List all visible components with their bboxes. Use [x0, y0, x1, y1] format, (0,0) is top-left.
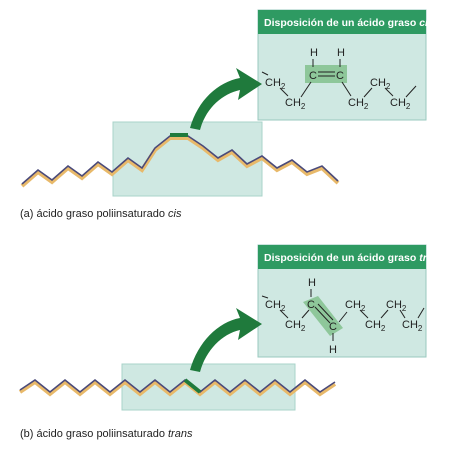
ch2-1-cis: CH2 [265, 77, 286, 91]
ch2-2-cis: CH2 [285, 97, 306, 111]
double-bond-line-1-trans [314, 306, 331, 324]
bond-5-cis [384, 87, 394, 97]
caption-isomer-cis: cis [168, 208, 182, 220]
trans-structure: H C C H CH2 CH2 CH2 CH2 CH2 CH2 [261, 277, 425, 356]
bond-5-trans [380, 309, 389, 319]
cis-structure: H H C C CH2 CH2 CH2 CH2 CH2 [261, 47, 417, 111]
bond-6-cis [405, 85, 417, 98]
h-atom-bottom-trans: H [329, 344, 337, 356]
bond-1-trans [279, 309, 289, 319]
double-bond-marker-trans [183, 378, 202, 394]
zoom-arrow-trans [190, 308, 262, 372]
zoom-arrow-cis [190, 68, 262, 130]
caption-isomer-trans: trans [168, 428, 193, 440]
caption-text-trans: ácido graso poliinsaturado [36, 428, 168, 440]
fatty-acid-chain-trans-light [18, 379, 337, 397]
h-atom-right-cis: H [337, 47, 345, 59]
ch2-3-trans: CH2 [345, 299, 366, 313]
bond-4-cis [363, 87, 373, 98]
double-bond-highlight-cis [305, 65, 347, 83]
panel-cis: Disposición de un ácido graso cis H H C … [20, 9, 434, 197]
caption-text-cis: ácido graso poliinsaturado [36, 208, 168, 220]
zoom-title-bar-cis [258, 10, 426, 34]
fatty-acid-chain-cis-light [20, 136, 340, 188]
fatty-acid-chain-trans-dark [19, 378, 336, 394]
c-atom-bottom-trans: C [329, 321, 337, 333]
bonds-cis [261, 71, 269, 76]
double-bond-line-2-trans [317, 303, 334, 321]
h-atom-left-cis: H [310, 47, 318, 59]
bond-1-cis [279, 87, 289, 97]
ch2-6-trans: CH2 [402, 319, 423, 333]
ch2-4-cis: CH2 [370, 77, 391, 91]
zoom-title-cis: Disposición de un ácido graso cis [264, 17, 434, 29]
c-atom-top-trans: C [307, 299, 315, 311]
zoom-title-trans: Disposición de un ácido graso trans [264, 252, 445, 264]
caption-label-trans: (b) [20, 428, 34, 440]
h-atom-top-trans: H [308, 277, 316, 289]
zoom-title-bar-trans [258, 245, 426, 269]
ch2-5-trans: CH2 [386, 299, 407, 313]
c-atom-left-cis: C [309, 70, 317, 82]
bond-0-trans [261, 295, 269, 299]
caption-cis: (a) ácido graso poliinsaturado cis [20, 208, 181, 220]
ch2-3-cis: CH2 [348, 97, 369, 111]
bond-4-trans [359, 309, 369, 319]
caption-label-cis: (a) [20, 208, 34, 220]
bond-6-trans [399, 309, 406, 319]
ch2-5-cis: CH2 [390, 97, 411, 111]
bond-3-trans [338, 311, 348, 323]
panel-trans: Disposición de un ácido graso trans H C … [18, 244, 445, 411]
bond-2-cis [300, 81, 312, 98]
ch2-1-trans: CH2 [265, 299, 286, 313]
c-atom-right-cis: C [336, 70, 344, 82]
ch2-4-trans: CH2 [365, 319, 386, 333]
bond-2-trans [301, 309, 310, 319]
bond-7-trans [417, 307, 425, 319]
bond-3-cis [341, 81, 352, 97]
ch2-2-trans: CH2 [285, 319, 306, 333]
caption-trans: (b) ácido graso poliinsaturado trans [20, 428, 192, 440]
